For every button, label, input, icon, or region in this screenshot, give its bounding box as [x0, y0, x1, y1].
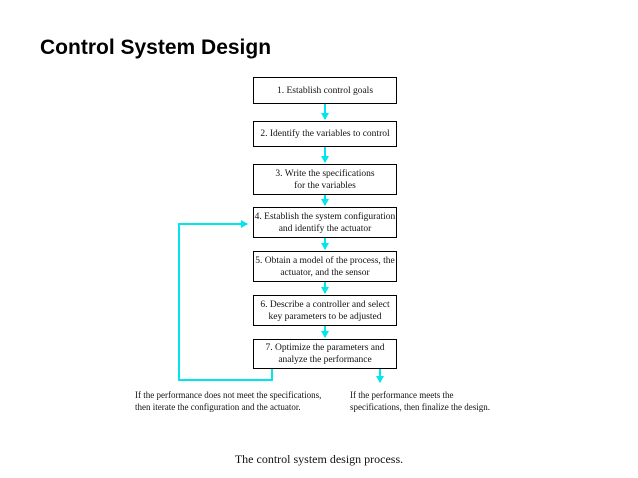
step-3-text-line2: for the variables: [294, 180, 356, 191]
step-6-text-line1: 6. Describe a controller and select: [260, 299, 390, 310]
step-5-box: 5. Obtain a model of the process, the ac…: [253, 251, 397, 282]
step-6-box: 6. Describe a controller and select key …: [253, 295, 397, 326]
step-5-text-line2: actuator, and the sensor: [280, 267, 370, 278]
step-5-text-line1: 5. Obtain a model of the process, the: [255, 255, 395, 266]
step-4-box: 4. Establish the system configuration an…: [253, 207, 397, 238]
step-3-box: 3. Write the specifications for the vari…: [253, 164, 397, 195]
slide-title: Control System Design: [40, 36, 272, 59]
finalize-note-line2: specifications, then finalize the design…: [350, 402, 490, 412]
feedback-loop-arrow: [178, 220, 273, 381]
step-6-text-line2: key parameters to be adjusted: [268, 311, 382, 322]
iterate-note-line2: then iterate the configuration and the a…: [135, 402, 301, 412]
step-7-text-line1: 7. Optimize the parameters and: [265, 343, 385, 353]
step-4-text-line1: 4. Establish the system configuration: [254, 211, 396, 222]
step-7-box: 7. Optimize the parameters and analyze t…: [253, 339, 397, 369]
step-4-text-line2: and identify the actuator: [278, 223, 372, 234]
step-2-box: 2. Identify the variables to control: [253, 121, 397, 147]
step-1-box: 1. Establish control goals: [253, 77, 397, 104]
step-1-text: 1. Establish control goals: [276, 85, 374, 96]
step-2-text: 2. Identify the variables to control: [260, 129, 390, 139]
finalize-note: If the performance meets the specificati…: [350, 389, 490, 413]
iterate-note-line1: If the performance does not meet the spe…: [135, 390, 322, 400]
finalize-note-line1: If the performance meets the: [350, 390, 454, 400]
figure-caption: The control system design process.: [234, 452, 404, 466]
step-3-text-line1: 3. Write the specifications: [275, 168, 375, 179]
iterate-note: If the performance does not meet the spe…: [135, 389, 321, 413]
step-7-text-line2: analyze the performance: [278, 355, 372, 365]
